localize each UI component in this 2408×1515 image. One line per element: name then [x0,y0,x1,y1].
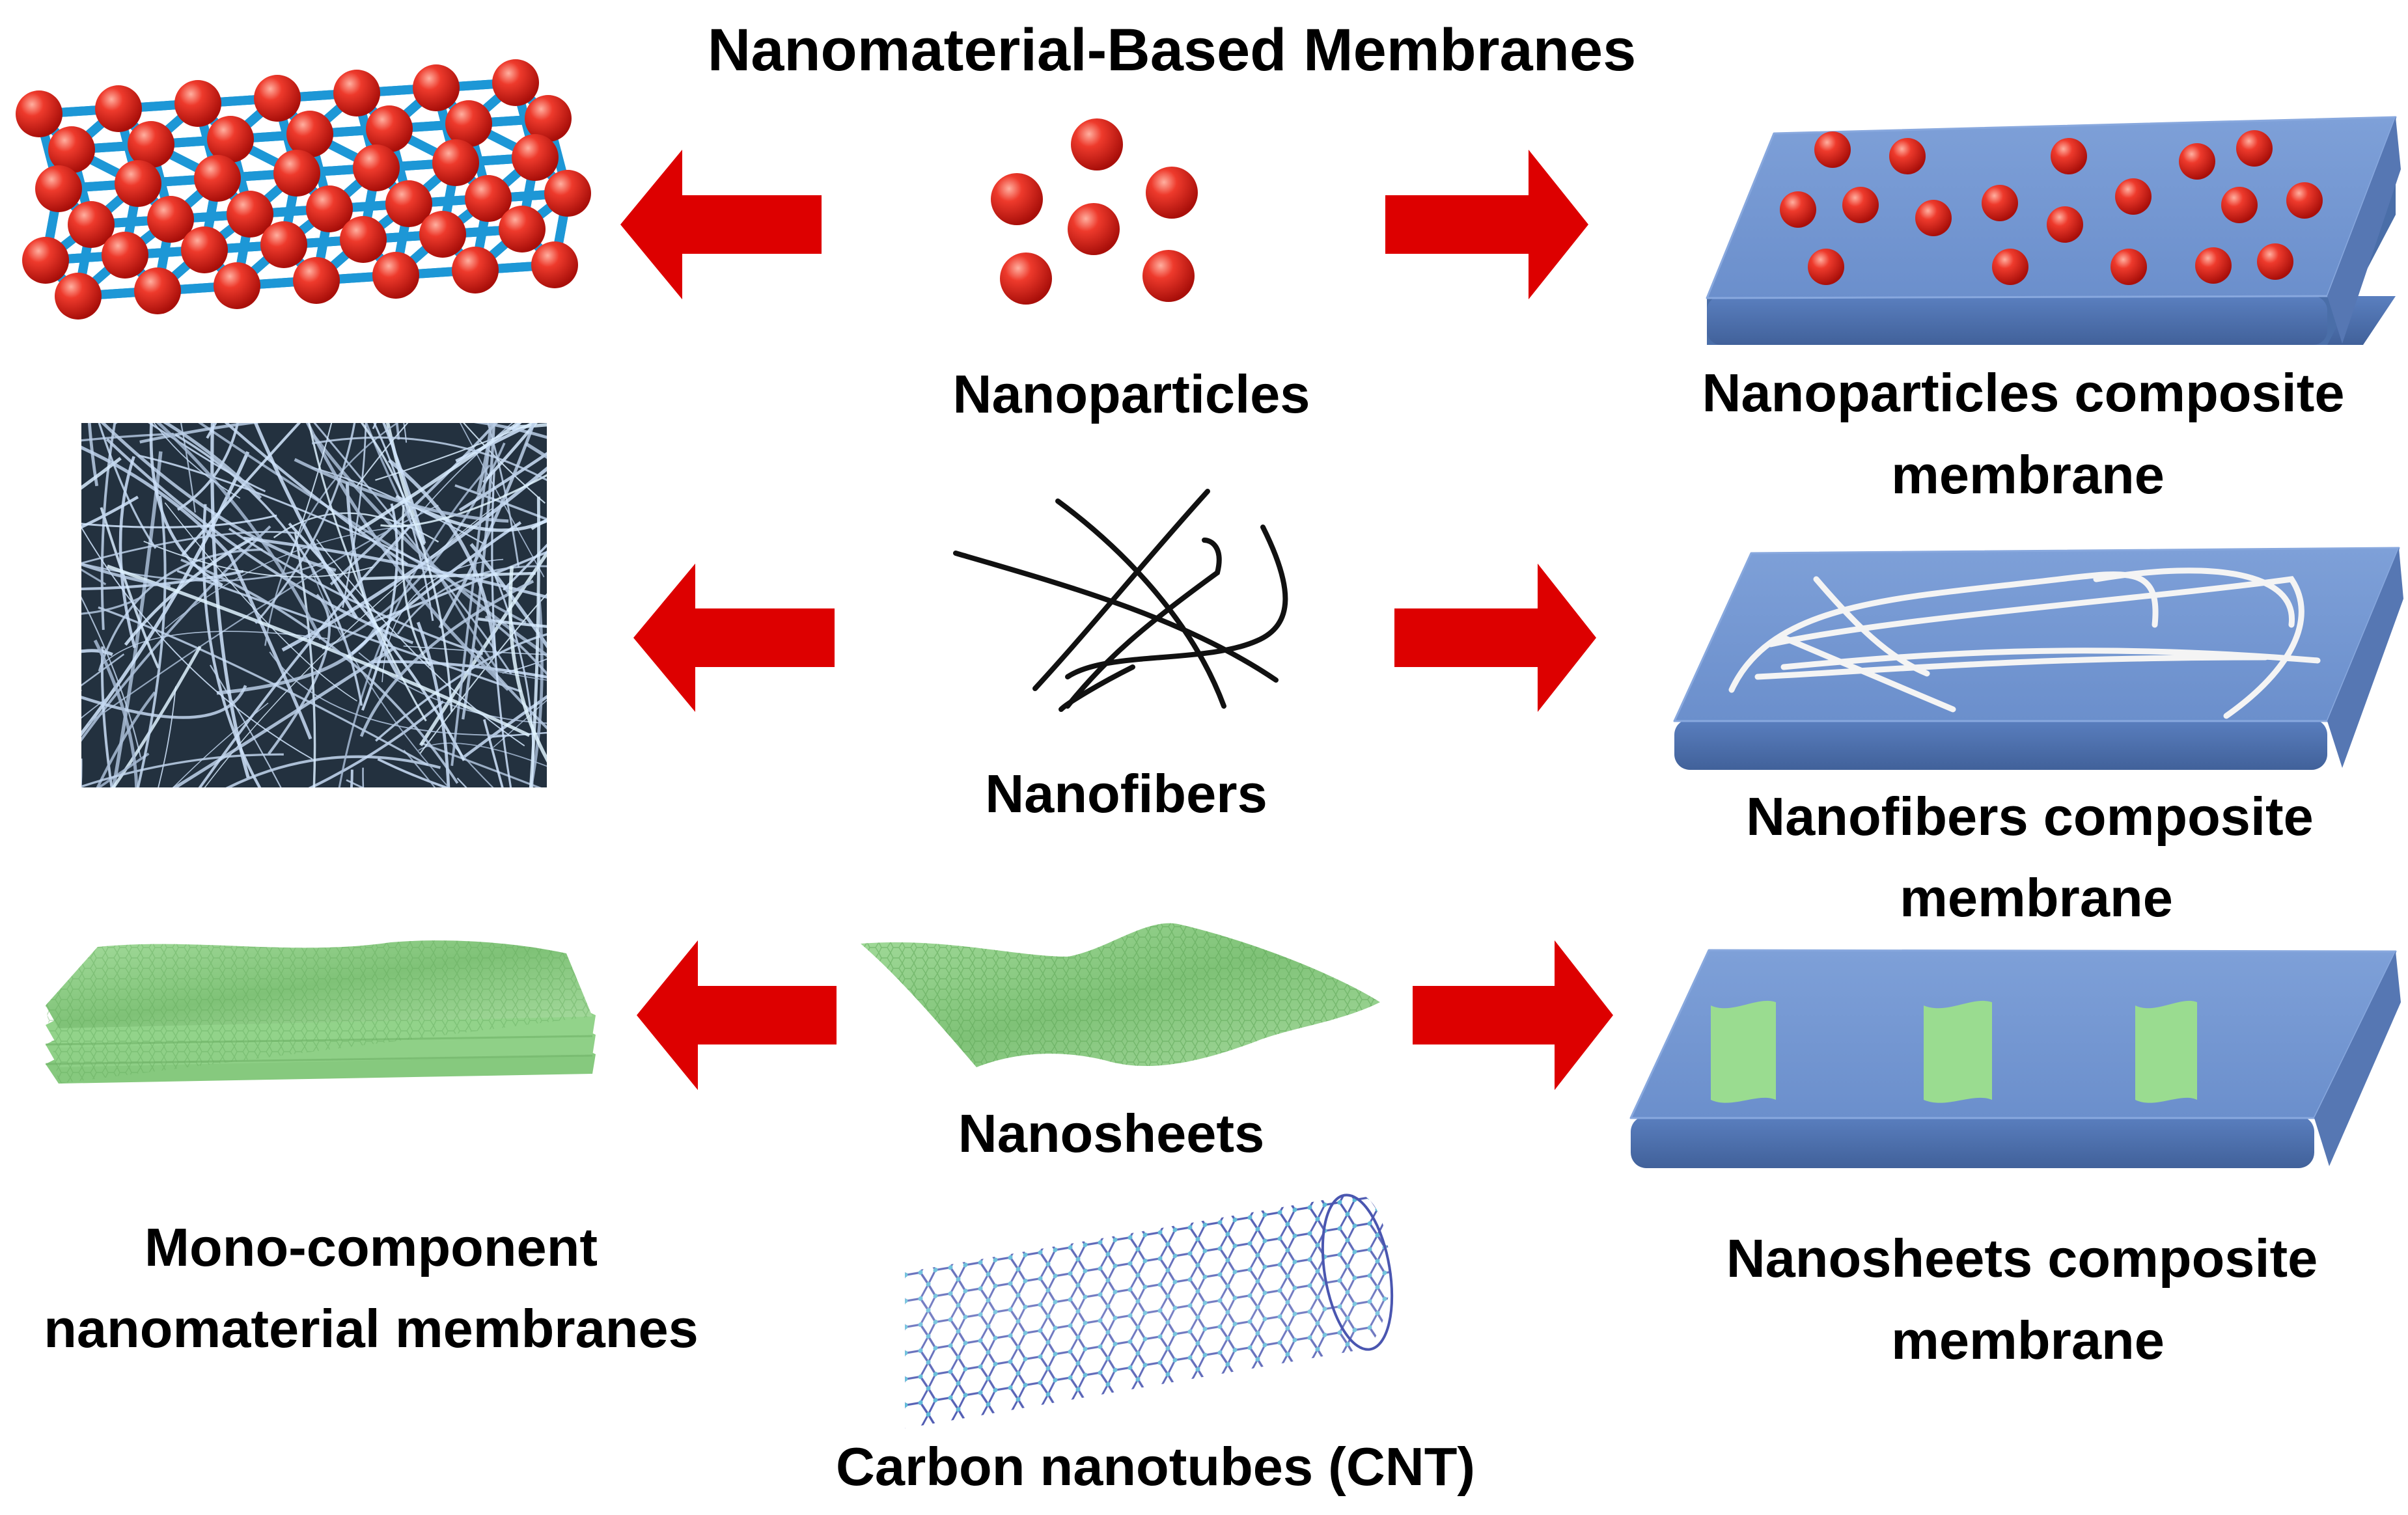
lattice-particle [35,165,82,212]
membrane-particle [2286,182,2323,219]
membrane-particle [1808,249,1844,285]
red-right-arrow-icon [1385,150,1588,299]
lattice-particle [366,105,413,152]
lattice-particle [525,95,572,142]
lattice-particle [531,241,578,288]
membrane-particle [2179,143,2215,180]
lattice-particle [134,267,181,314]
nanoparticles-composite-label-line1: Nanoparticles composite [1702,362,2344,423]
nanofibers-composite-label-line2: membrane [1900,867,2173,928]
lattice-particle [254,75,301,122]
lattice-particle [181,226,228,273]
lattice-particle [492,59,539,106]
lattice-particle [22,237,69,284]
lattice-particle [115,160,161,207]
lattice-particle [372,252,419,299]
lattice-particle [214,262,260,309]
membrane-particle [1915,200,1952,236]
lattice-particle [174,80,221,127]
nanofibers-composite-membrane [1673,547,2403,770]
lattice-particle [293,257,340,304]
cnt-label: Carbon nanotubes (CNT) [836,1436,1475,1497]
lattice-particle [333,70,380,116]
lattice-particle [128,121,174,168]
lattice-particle [147,196,194,243]
red-left-arrow-icon [620,150,822,299]
mono-component-label-line1: Mono-component [145,1217,598,1277]
nanosheets-composite-label-line1: Nanosheets composite [1726,1228,2318,1289]
lattice-particle [286,111,333,157]
membrane-particle [1992,249,2028,285]
membrane-particle [2115,178,2152,215]
lattice-particle [16,90,62,137]
red-left-arrow-icon [637,940,837,1090]
lattice-particle [419,211,466,258]
lattice-particle [227,191,273,238]
nanosheet-icon [861,923,1380,1067]
red-right-arrow-icon [1394,564,1596,712]
lattice-particle [273,150,320,197]
nanosheets-label: Nanosheets [958,1103,1264,1164]
lattice-particle [499,206,546,252]
lattice-particle [353,144,400,191]
nanosheets-composite-membrane [1629,949,2401,1168]
membrane-nanoparticles [1780,130,2323,285]
nanofiber-mat-image [81,423,547,787]
diagram-title: Nanomaterial-Based Membranes [708,17,1637,83]
lattice-particle [512,134,559,181]
membrane-particle [1814,131,1851,168]
lattice-particle [260,221,307,268]
nanosheets-composite-label-line2: membrane [1891,1310,2165,1371]
red-right-arrow-icon [1413,940,1613,1090]
lattice-particle [465,175,512,222]
lattice-particle [48,126,95,173]
nanoparticle-framework-lattice [16,59,591,320]
red-left-arrow-icon [633,564,835,712]
nanoparticles-composite-label-line2: membrane [1891,444,2165,505]
lattice-particle [95,85,142,132]
nanofibers-composite-label-line1: Nanofibers composite [1746,786,2314,847]
lattice-particle [55,273,102,320]
membrane-particle [2051,138,2087,174]
lattice-particle [306,185,353,232]
lattice-particle [432,139,479,186]
lattice-particle [452,247,499,293]
stacked-nanosheets-image [45,940,596,1084]
nanoparticles-label: Nanoparticles [953,364,1310,424]
membrane-particle [2047,206,2083,243]
lattice-particle [102,232,148,279]
lattice-particle [445,100,492,147]
membrane-particle [2110,249,2147,285]
nanofibers-label: Nanofibers [985,763,1267,824]
nanoparticles-icon [991,118,1198,305]
mono-component-label-line2: nanomaterial membranes [44,1298,699,1359]
nanofibers-icon [953,489,1288,712]
membrane-particle [2236,130,2273,167]
lattice-particle [194,155,241,202]
membrane-particle [2195,247,2232,284]
membrane-particle [2221,187,2258,223]
lattice-particle [413,64,460,111]
membrane-particle [1889,138,1926,174]
membrane-particle [1780,191,1816,228]
lattice-particle [340,216,387,263]
lattice-particle [385,180,432,227]
lattice-particle [207,116,254,163]
membrane-particle [2257,243,2293,280]
lattice-particle [544,170,591,217]
lattice-particle [68,201,115,248]
membrane-particle [1842,187,1879,223]
membrane-particle [1982,185,2018,221]
